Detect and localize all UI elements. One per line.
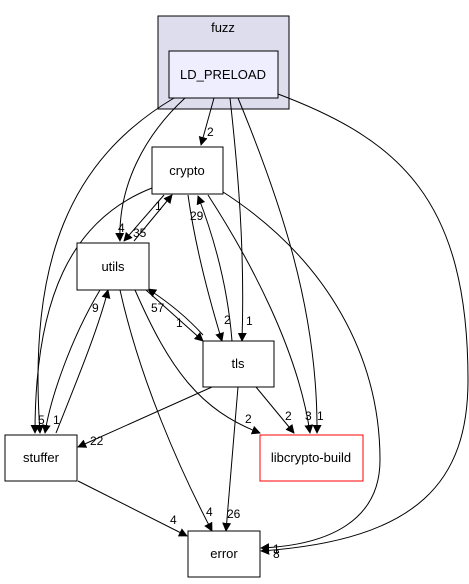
edge-label: 1: [53, 413, 60, 427]
edge-label: 2: [245, 412, 252, 426]
edge-label: 1: [155, 199, 162, 213]
edge-tls-utils: [147, 288, 204, 336]
edge-crypto-libcrypto: [207, 194, 314, 434]
edge-label: 1: [317, 409, 324, 423]
edge-stuffer-error: [77, 480, 188, 537]
edge-label: 29: [190, 209, 204, 223]
edge-crypto-stuffer: [30, 187, 153, 434]
edge-label: 1: [246, 314, 253, 328]
edge-utils-error: [119, 289, 213, 532]
edge-label: 3: [305, 409, 312, 423]
edge-crypto-error: [219, 189, 381, 553]
edge-label: 2: [285, 409, 292, 423]
node-utils[interactable]: utils: [76, 242, 150, 291]
edge-label: 1: [176, 316, 183, 330]
edge-label: 26: [227, 507, 241, 521]
edge-tls-crypto: [196, 195, 233, 342]
edge-ld_preload-crypto: [198, 97, 215, 146]
edge-stuffer-utils: [55, 289, 111, 434]
edge-crypto-utils: [123, 194, 165, 242]
edge-label: 2: [207, 125, 214, 139]
node-tls-box: [202, 340, 275, 388]
node-libcrypto-build-label: libcrypto-build: [271, 450, 351, 465]
edge-label: 35: [133, 226, 147, 240]
node-error-box: [187, 530, 261, 578]
node-ld-preload-label: LD_PRELOAD: [180, 67, 266, 82]
edge-label: 4: [170, 513, 177, 527]
edge-ld_preload-utils: [115, 97, 186, 242]
node-ld-preload[interactable]: LD_PRELOAD: [168, 50, 279, 99]
edge-label: 2: [224, 313, 231, 327]
node-utils-box: [76, 242, 150, 291]
node-error[interactable]: error: [187, 530, 261, 578]
node-error-label: error: [210, 546, 238, 561]
node-utils-label: utils: [101, 259, 125, 274]
edge-label: 5: [38, 413, 45, 427]
edge-tls-stuffer: [77, 386, 213, 448]
edge-label: 4: [206, 505, 213, 519]
edge-crypto-tls: [187, 194, 224, 342]
node-tls[interactable]: tls: [202, 340, 275, 388]
node-ld-preload-box: [168, 50, 279, 99]
edge-label: 8: [273, 547, 280, 561]
edge-tls-libcrypto: [255, 386, 295, 434]
cluster-fuzz-label: fuzz: [211, 20, 235, 35]
node-crypto-label: crypto: [169, 163, 204, 178]
node-crypto[interactable]: crypto: [151, 146, 224, 195]
edge-utils-crypto: [133, 194, 173, 242]
node-crypto-box: [151, 146, 224, 195]
node-libcrypto-build[interactable]: libcrypto-build: [259, 434, 364, 482]
edge-labels: 2 4 1 5 1 1 35 2 3 8 1 1 1 2 4 29 57 22 …: [38, 125, 324, 561]
edge-label: 1: [273, 542, 280, 556]
node-libcrypto-build-box: [259, 434, 364, 482]
edge-utils-tls: [145, 289, 204, 342]
node-stuffer-label: stuffer: [23, 450, 60, 465]
edge-ld_preload-error: [260, 93, 469, 555]
edge-utils-stuffer: [41, 289, 101, 434]
edge-label: 57: [151, 301, 165, 315]
edge-utils-libcrypto: [134, 289, 261, 435]
edge-label: 22: [90, 434, 104, 448]
edge-tls-error: [222, 386, 239, 532]
edge-ld_preload-tls: [229, 97, 247, 342]
node-stuffer[interactable]: stuffer: [4, 434, 78, 482]
edge-ld_preload-libcrypto: [237, 97, 322, 434]
node-tls-label: tls: [232, 356, 246, 371]
edge-label: 9: [92, 301, 99, 315]
node-stuffer-box: [4, 434, 78, 482]
edges: [30, 93, 469, 555]
edge-label: 4: [118, 221, 125, 235]
